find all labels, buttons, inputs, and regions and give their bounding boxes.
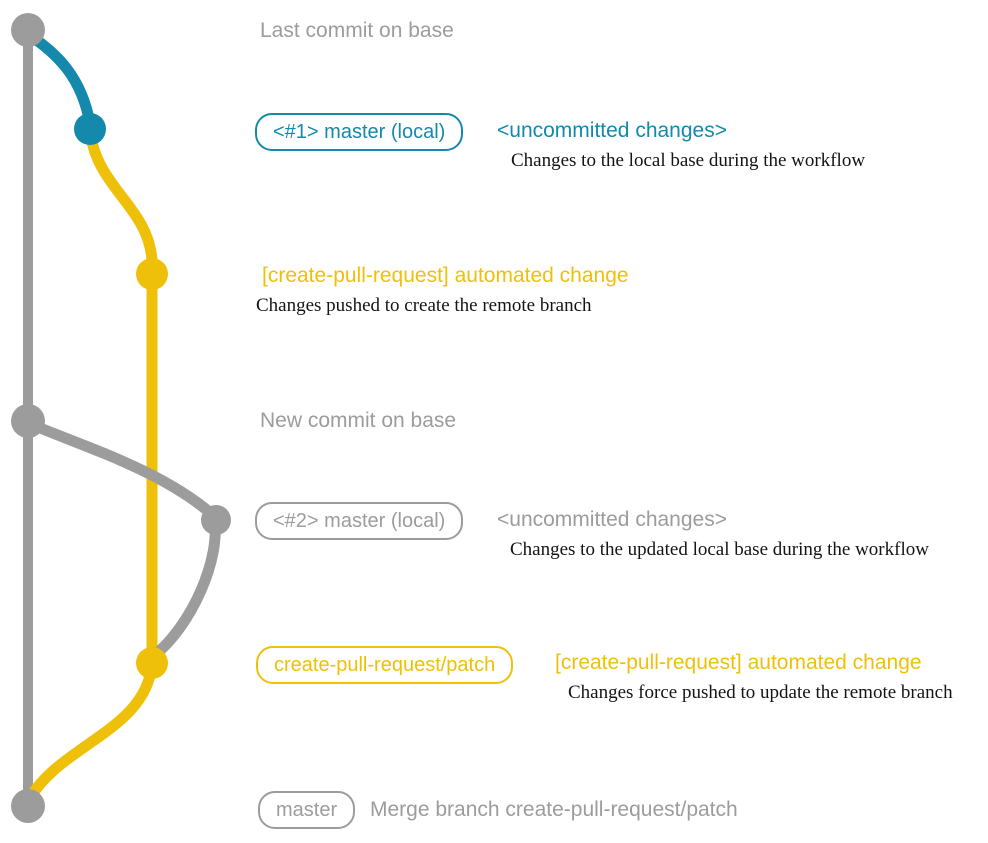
new-commit-label: New commit on base	[260, 408, 457, 432]
automated-change-heading-2: [create-pull-request] automated change	[555, 650, 922, 674]
automated-change-dot-2	[136, 647, 168, 679]
commit-graph	[11, 13, 231, 823]
automated-change-detail-2: Changes force pushed to update the remot…	[568, 682, 953, 704]
new-commit-on-base-dot	[11, 404, 45, 438]
branch-badge: <#2> master (local)	[255, 502, 464, 540]
last-commit-label: Last commit on base	[260, 18, 454, 42]
local-master-branch-line-1	[22, 28, 96, 130]
merge-commit-label: Merge branch create-pull-request/patch	[370, 797, 738, 821]
master-local-2-badge: <#2> master (local)	[255, 502, 464, 540]
patch-branch-line	[84, 124, 158, 670]
merge-commit-dot	[11, 789, 45, 823]
automated-change-detail-1: Changes pushed to create the remote bran…	[256, 295, 592, 317]
uncommitted-changes-detail-1: Changes to the local base during the wor…	[511, 150, 866, 172]
branch-badge: master	[258, 791, 356, 829]
branch-badge: create-pull-request/patch	[256, 646, 514, 684]
patch-branch-badge: create-pull-request/patch	[256, 646, 514, 684]
local-master-branch-line-2	[22, 417, 221, 660]
automated-change-heading-1: [create-pull-request] automated change	[262, 263, 629, 287]
branch-badge: <#1> master (local)	[255, 113, 464, 151]
uncommitted-changes-detail-2: Changes to the updated local base during…	[510, 539, 929, 561]
uncommitted-changes-heading-2: <uncommitted changes>	[497, 507, 727, 531]
patch-branch-merge-line	[24, 658, 158, 804]
uncommitted-changes-heading-1: <uncommitted changes>	[497, 118, 727, 142]
master-badge: master	[258, 791, 356, 829]
automated-change-dot-1	[136, 258, 168, 290]
last-commit-on-base-dot	[11, 13, 45, 47]
uncommitted-changes-dot-2	[201, 505, 231, 535]
master-local-1-badge: <#1> master (local)	[255, 113, 464, 151]
uncommitted-changes-dot-1	[74, 113, 106, 145]
